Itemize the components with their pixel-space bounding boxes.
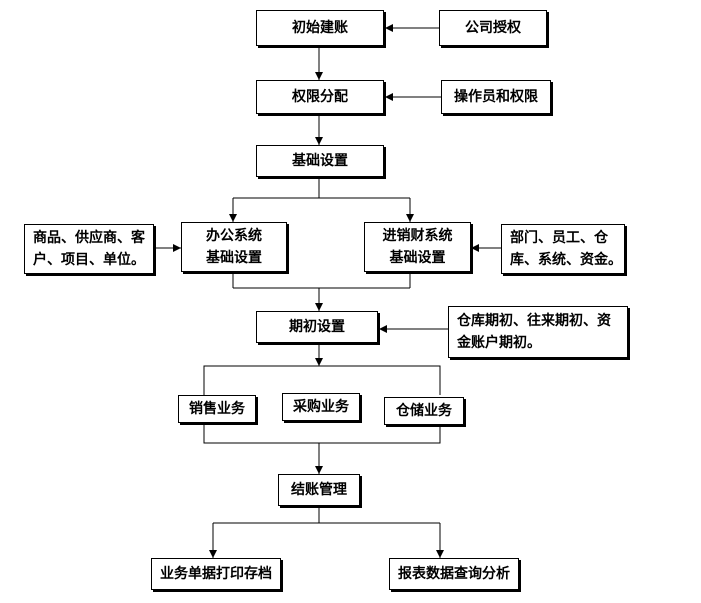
node-base-settings: 基础设置 <box>256 145 384 177</box>
node-warehouse: 仓储业务 <box>384 397 464 425</box>
node-initial-setup: 初始建账 <box>256 10 384 46</box>
node-company-auth: 公司授权 <box>439 10 547 46</box>
node-permission-assign: 权限分配 <box>256 80 384 114</box>
business-bracket <box>203 365 441 395</box>
node-office-data: 商品、供应商、客 户、项目、单位。 <box>24 224 154 274</box>
node-operator-perm: 操作员和权限 <box>441 80 551 114</box>
node-inventory-settings: 进销财系统 基础设置 <box>364 222 471 272</box>
node-closing: 结账管理 <box>278 474 360 506</box>
node-inventory-data: 部门、员工、仓 库、系统、资金。 <box>501 224 625 274</box>
node-purchase: 采购业务 <box>282 393 360 421</box>
node-report-analysis: 报表数据查询分析 <box>389 558 519 590</box>
node-print-archive: 业务单据打印存档 <box>151 558 281 590</box>
business-bracket-bottom <box>203 419 441 444</box>
node-sales: 销售业务 <box>178 395 256 423</box>
node-office-settings: 办公系统 基础设置 <box>181 222 287 272</box>
node-opening-data: 仓库期初、往来期初、资 金账户期初。 <box>448 306 628 358</box>
node-opening-settings: 期初设置 <box>256 311 378 343</box>
